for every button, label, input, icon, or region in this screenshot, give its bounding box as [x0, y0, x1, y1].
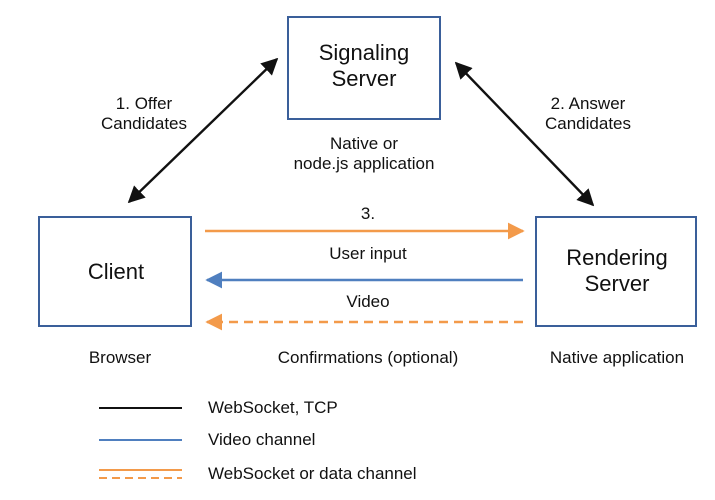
signaling-server-caption: Native or node.js application: [294, 134, 435, 173]
offer-candidates-arrow: [127, 57, 279, 204]
offer-candidates-label-line2: Candidates: [100, 113, 188, 133]
step-3-label: 3.: [360, 204, 376, 223]
rendering-server-caption: Native application: [549, 348, 685, 367]
rendering-server-box: [535, 216, 697, 327]
answer-candidates-label: 2. Answer Candidates: [545, 94, 631, 133]
answer-candidates-label-line2: Candidates: [544, 113, 632, 133]
signaling-server-caption-line1: Native or: [329, 134, 399, 153]
legend-label-websocket-tcp: WebSocket, TCP: [208, 398, 338, 417]
rendering-server-label-line2: Server: [584, 271, 650, 297]
confirmations-label: Confirmations (optional): [277, 348, 459, 367]
answer-candidates-arrow: [454, 61, 595, 207]
client-label: Client: [87, 259, 145, 284]
rendering-server-label: Rendering Server: [566, 245, 668, 298]
client-caption: Browser: [88, 348, 152, 367]
signaling-server-label-line1: Signaling: [318, 40, 410, 65]
video-label: Video: [346, 292, 390, 311]
offer-candidates-label: 1. Offer Candidates: [101, 94, 187, 133]
user-input-label: User input: [329, 244, 407, 263]
client-box: [38, 216, 192, 327]
legend-label-data-channel: WebSocket or data channel: [208, 464, 417, 483]
signaling-server-box: [287, 16, 441, 120]
signaling-server-label-line2: Server: [331, 66, 397, 92]
rendering-server-label-line1: Rendering: [566, 245, 668, 270]
offer-candidates-label-line1: 1. Offer: [115, 94, 173, 113]
legend-label-video-channel: Video channel: [208, 430, 316, 449]
answer-candidates-label-line1: 2. Answer: [550, 94, 626, 113]
signaling-server-caption-line2: node.js application: [293, 153, 435, 173]
signaling-server-label: Signaling Server: [319, 40, 410, 93]
